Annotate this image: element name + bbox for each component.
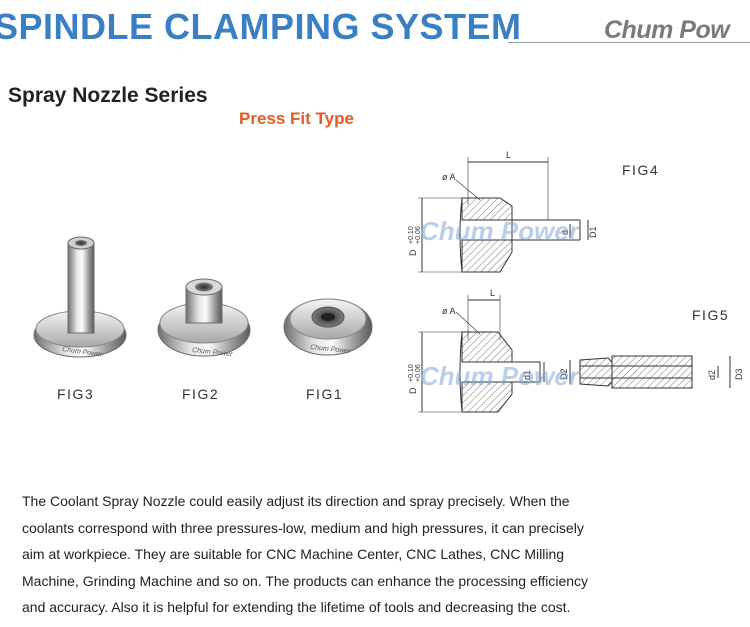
series-subtitle: Press Fit Type (239, 109, 354, 128)
nozzle-photo-fig1: Chum Power (283, 298, 373, 356)
drawing-fig4 (418, 157, 589, 273)
page-title: SPINDLE CLAMPING SYSTEM (0, 6, 522, 47)
nozzle-photo-fig3: Chum Power (33, 236, 127, 359)
fig2-label: FIG2 (182, 386, 220, 402)
engraving-fig1: Chum Power (310, 344, 352, 355)
drawing-fig5 (418, 295, 731, 413)
fig4-dim-d: d (560, 230, 570, 235)
description-line: aim at workpiece. They are suitable for … (22, 546, 565, 562)
fig4-dim-D1: D1 (588, 226, 598, 238)
fig4-dim-L: L (506, 150, 511, 160)
fig4-tol-minus: +0.06 (415, 226, 422, 244)
series-title: Spray Nozzle Series (8, 84, 208, 107)
watermark-fig5: Chum Power (420, 361, 581, 391)
fig5-tol-plus: +0.10 (408, 364, 415, 382)
fig4-dim-D: D (408, 249, 418, 256)
watermark-fig4: Chum Power (420, 216, 581, 246)
fig5-dim-D3: D3 (734, 368, 744, 380)
fig5-dim-D2: D2 (559, 368, 569, 380)
description-line: coolants correspond with three pressures… (22, 519, 584, 536)
engraving-fig2: Chum Power (192, 347, 234, 358)
fig4-label: FIG4 (622, 162, 659, 178)
fig5-dim-D: D (408, 387, 418, 394)
description-line: Machine, Grinding Machine and so on. The… (22, 572, 589, 589)
nozzle-photo-fig2: Chum Power (157, 278, 251, 358)
description-line: The Coolant Spray Nozzle could easily ad… (22, 493, 570, 509)
fig4-tol-plus: +0.10 (408, 226, 415, 244)
fig4-dim-A: ø A (442, 172, 456, 182)
fig3-label: FIG3 (57, 386, 95, 402)
fig5-dim-d1: d1 (522, 370, 532, 380)
fig5-label: FIG5 (692, 307, 729, 323)
technical-drawings: FIG4 L ø A D +0.10 +0.06 d D1 FIG5 L ø A… (408, 150, 744, 413)
description-line: and accuracy. Also it is helpful for ext… (22, 599, 571, 615)
brand-logo: Chum Pow (604, 16, 730, 44)
fig1-label: FIG1 (306, 386, 344, 402)
header-divider (508, 42, 750, 43)
product-photos: Chum Power Chum Power Chum Power (33, 236, 373, 359)
fig5-dim-d2: d2 (707, 370, 717, 380)
fig5-tol-minus: +0.06 (415, 364, 422, 382)
description-paragraph: The Coolant Spray Nozzle could easily ad… (22, 488, 722, 621)
fig5-dim-A: ø A (442, 306, 456, 316)
fig5-dim-L: L (490, 288, 495, 298)
